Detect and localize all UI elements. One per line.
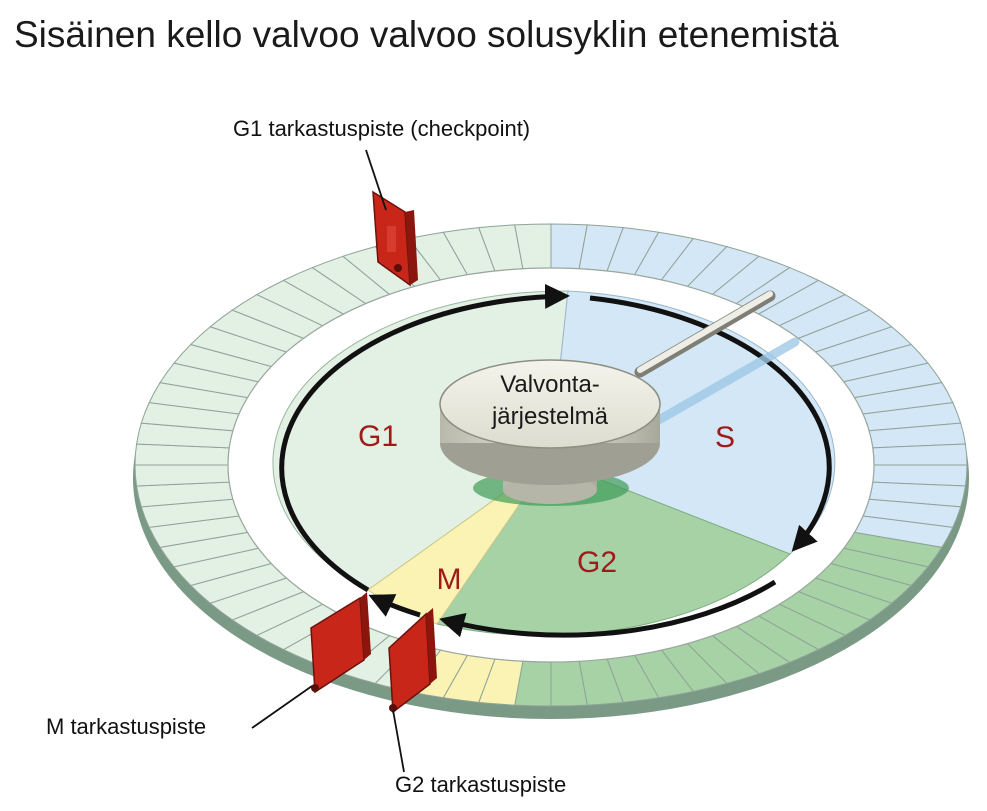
hub-top bbox=[439, 359, 661, 449]
page-title: Sisäinen kello valvoo valvoo solusyklin … bbox=[14, 14, 839, 55]
m-checkpoint-gate bbox=[310, 592, 371, 694]
g1-checkpoint-leader bbox=[365, 149, 387, 211]
g2-checkpoint-leader bbox=[392, 709, 405, 773]
arrow-s-to-g2 bbox=[589, 295, 832, 552]
hub-label-line1: Valvonta- bbox=[500, 371, 600, 398]
control-system-hub: Valvonta- järjestelmä bbox=[439, 359, 661, 506]
cycle-arrows bbox=[279, 283, 832, 638]
m-checkpoint-label: M tarkastuspiste bbox=[46, 714, 207, 739]
phase-label-m: M bbox=[437, 563, 462, 596]
phase-label-g1: G1 bbox=[358, 420, 398, 453]
dial-ring-segment bbox=[872, 443, 968, 466]
g2-checkpoint-label: G2 tarkastuspiste bbox=[395, 772, 567, 797]
hand-shadow bbox=[645, 337, 800, 430]
g1-checkpoint-gate bbox=[372, 190, 418, 287]
dial-ring-segment bbox=[134, 464, 230, 487]
m-checkpoint-leader bbox=[251, 685, 313, 729]
g1-checkpoint-label: G1 tarkastuspiste (checkpoint) bbox=[233, 116, 531, 141]
arrow-m-to-g1 bbox=[368, 594, 421, 618]
clock-hand-highlight bbox=[637, 291, 773, 373]
phase-label-s: S bbox=[715, 421, 735, 454]
hub-label-line2: järjestelmä bbox=[491, 403, 609, 430]
arrow-g2-to-m bbox=[439, 579, 777, 638]
g2-checkpoint-gate bbox=[388, 608, 437, 714]
arrow-g1-to-s bbox=[279, 283, 570, 593]
phase-label-g2: G2 bbox=[577, 546, 617, 579]
